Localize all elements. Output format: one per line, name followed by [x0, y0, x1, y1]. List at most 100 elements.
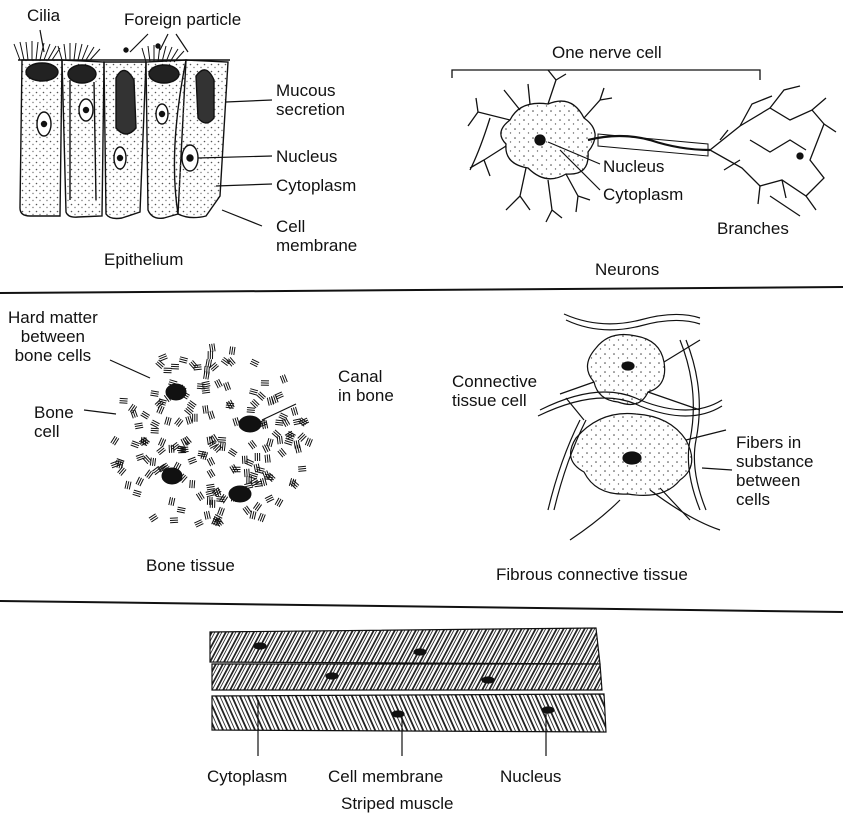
bone-hatch-mark — [250, 359, 259, 367]
bone-hatch-mark — [294, 440, 300, 449]
bone-hatch-mark — [150, 458, 155, 467]
bone-hatch-mark — [228, 448, 237, 456]
bone-hatch-mark — [291, 407, 297, 416]
bone-hatch-mark — [133, 490, 142, 497]
bone-hatch-mark — [164, 368, 172, 373]
bone-hatch-mark — [210, 434, 218, 443]
bone-hatch-mark — [193, 414, 197, 422]
bone-hatch-mark — [210, 343, 216, 352]
label-cell-membrane: Cell membrane — [276, 217, 357, 255]
bone-hatch-mark — [216, 497, 224, 502]
bone-hatch-mark — [175, 418, 183, 427]
bone-hatch-mark — [244, 469, 249, 477]
bone-hatch-mark — [275, 498, 283, 507]
bone-hatch-mark — [151, 428, 159, 433]
bone-hatch-mark — [224, 382, 231, 391]
bone-hatch-mark — [207, 436, 213, 445]
bone-hatch-mark — [145, 470, 153, 479]
divider-bottom — [0, 601, 843, 612]
bone-hatch-mark — [207, 457, 215, 466]
bone-hatch-mark — [249, 389, 258, 395]
divider-top — [0, 287, 843, 293]
bone-hatch-mark — [179, 357, 188, 363]
bone-hatch-mark — [295, 445, 301, 454]
bone-hatch-mark — [242, 456, 247, 464]
label-foreign-particle: Foreign particle — [124, 10, 241, 29]
bone-hatch-mark — [190, 480, 195, 488]
bone-hatch-mark — [215, 379, 223, 388]
bone-hatch-mark — [206, 359, 212, 368]
caption-fibrous-connective-tissue: Fibrous connective tissue — [496, 565, 688, 584]
bone-drawing — [111, 343, 313, 527]
bone-hatch-mark — [125, 481, 131, 490]
bone-hatch-mark — [257, 392, 266, 401]
bone-hatch-mark — [207, 469, 215, 478]
bone-hatch-mark — [277, 436, 282, 445]
bone-hatch-mark — [230, 346, 236, 355]
label-hard-matter: Hard matter between bone cells — [8, 308, 98, 365]
connective-drawing — [538, 314, 726, 540]
bone-hatch-mark — [255, 453, 260, 461]
bone-hatch-mark — [245, 459, 254, 466]
bone-hatch-mark — [233, 417, 240, 426]
bone-hatch-mark — [141, 411, 150, 419]
label-one-nerve-cell: One nerve cell — [552, 43, 662, 62]
label-branches: Branches — [717, 219, 789, 238]
bone-hatch-mark — [170, 518, 178, 523]
bone-hatch-mark — [248, 440, 256, 449]
bone-hatch-mark — [290, 480, 299, 489]
bone-hatch-mark — [243, 506, 251, 515]
bone-hatch-mark — [300, 418, 309, 425]
label-connective-tissue-cell: Connective tissue cell — [452, 372, 537, 410]
bone-hatch-mark — [194, 520, 203, 527]
bone-hatch-mark — [165, 417, 171, 426]
bone-hatch-mark — [253, 502, 261, 511]
bone-hatch-mark — [208, 351, 213, 359]
bone-hatch-mark — [278, 448, 287, 457]
epithelium-drawing — [14, 41, 230, 219]
bone-hatch-mark — [207, 497, 212, 505]
bone-hatch-mark — [169, 497, 175, 506]
bone-hatch-mark — [135, 423, 144, 429]
label-bone-cell: Bone cell — [34, 403, 74, 441]
bone-hatch-mark — [210, 500, 215, 508]
bone-hatch-mark — [186, 416, 193, 425]
label-neuron-nucleus: Nucleus — [603, 157, 664, 176]
bone-hatch-mark — [284, 438, 293, 445]
label-cilia: Cilia — [27, 6, 60, 25]
bone-hatch-mark — [196, 492, 204, 501]
bone-hatch-mark — [131, 441, 140, 448]
bone-hatch-mark — [218, 507, 225, 516]
bone-hatch-mark — [280, 375, 287, 384]
label-canal-in-bone: Canal in bone — [338, 367, 394, 405]
bone-hatch-mark — [206, 484, 215, 490]
label-muscle-cytoplasm: Cytoplasm — [207, 767, 287, 786]
caption-neurons: Neurons — [595, 260, 659, 279]
bone-hatch-mark — [265, 454, 270, 462]
bone-hatch-mark — [305, 438, 312, 447]
bone-hatch-mark — [171, 364, 179, 369]
bone-hatch-mark — [177, 507, 186, 513]
bone-hatch-mark — [204, 366, 209, 374]
label-neuron-cytoplasm: Cytoplasm — [603, 185, 683, 204]
bone-hatch-mark — [258, 513, 265, 522]
caption-bone-tissue: Bone tissue — [146, 556, 235, 575]
bone-hatch-mark — [220, 443, 225, 452]
bone-hatch-mark — [156, 360, 165, 369]
bone-hatch-mark — [227, 357, 236, 366]
bone-hatch-mark — [150, 391, 159, 397]
bone-hatch-mark — [157, 405, 164, 414]
bone-hatch-mark — [208, 411, 215, 420]
bone-hatch-mark — [261, 381, 269, 386]
label-muscle-cell-membrane: Cell membrane — [328, 767, 443, 786]
caption-striped-muscle: Striped muscle — [341, 794, 453, 813]
bone-hatch-mark — [218, 437, 226, 442]
bone-hatch-mark — [247, 408, 255, 413]
label-epithelium-nucleus: Nucleus — [276, 147, 337, 166]
bone-hatch-mark — [149, 514, 158, 522]
label-mucous-secretion: Mucous secretion — [276, 81, 345, 119]
label-epithelium-cytoplasm: Cytoplasm — [276, 176, 356, 195]
caption-epithelium: Epithelium — [104, 250, 183, 269]
